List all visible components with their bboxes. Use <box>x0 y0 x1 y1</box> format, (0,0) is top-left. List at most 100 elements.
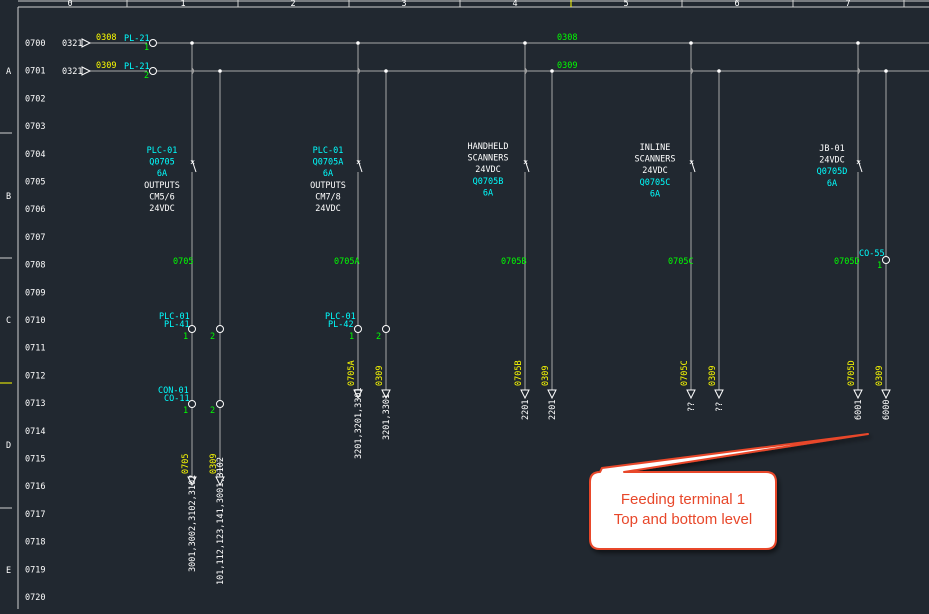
svg-text:×: × <box>356 158 361 168</box>
terminal-pl21-1 <box>149 39 157 47</box>
svg-text:2: 2 <box>376 332 381 342</box>
svg-text:1: 1 <box>144 43 149 53</box>
breaker-label-line: 24VDC <box>149 204 175 214</box>
breaker-label-line: 6A <box>323 169 333 179</box>
drawing-frame <box>17 6 929 609</box>
breaker-label-line: Q0705B <box>473 177 504 187</box>
svg-text:PL-41: PL-41 <box>164 320 190 330</box>
wire-no-0705a: 0705A <box>334 257 360 267</box>
terminal-pl21-2 <box>149 67 157 75</box>
column-number: 3 <box>401 0 406 9</box>
svg-text:1: 1 <box>183 332 188 342</box>
dest-branch1-b: 101,112,123,141,3001,3102 <box>216 457 226 585</box>
terminal-co11-2 <box>216 400 224 408</box>
dest-branch5-a: 6001 <box>854 400 864 420</box>
breaker-label-line: Q0705A <box>313 158 344 168</box>
breaker-label-line: HANDHELD <box>468 142 509 152</box>
breakers: × × × × × <box>190 158 863 173</box>
terminal-co55-1 <box>882 256 890 264</box>
svg-text:×: × <box>856 158 861 168</box>
breaker-label-line: SCANNERS <box>635 155 676 165</box>
row-letter: B <box>6 192 11 202</box>
svg-text:1: 1 <box>183 406 188 416</box>
dest-branch3-a: 2201 <box>521 400 531 420</box>
breaker-label-line: 6A <box>157 169 167 179</box>
breaker-label-line: Q0705D <box>817 167 848 177</box>
dest-branch3-b: 2201 <box>548 400 558 420</box>
terminal-pl41-2 <box>216 325 224 333</box>
svg-text:×: × <box>689 158 694 168</box>
svg-text:1: 1 <box>877 261 882 271</box>
wire-numbers: 0705 0705A 0705B 0705C 0705D <box>173 257 860 267</box>
svg-text:0705A: 0705A <box>347 360 357 386</box>
breaker-labels: PLC-01Q07056AOUTPUTSCM5/624VDCPLC-01Q070… <box>144 142 847 214</box>
line-number: 0710 <box>25 316 45 326</box>
bus-label-bottom: 0309 <box>557 61 577 71</box>
line-number: 0719 <box>25 565 45 575</box>
svg-text:CO-55: CO-55 <box>859 249 885 259</box>
column-number: 0 <box>67 0 72 9</box>
terminals <box>149 39 890 408</box>
breaker-label-line: CM7/8 <box>315 192 341 202</box>
terminal-pl42-1 <box>354 325 362 333</box>
breaker-q0705c: × <box>689 158 696 173</box>
dest-branch1-a: 3001,3002,3102,3102 <box>188 475 198 572</box>
supply-ref-bottom: 0321 <box>62 67 82 77</box>
row-letter: C <box>6 316 11 326</box>
breaker-label-line: Q0705 <box>149 158 175 168</box>
line-number: 0717 <box>25 510 45 520</box>
wire-no-0705: 0705 <box>173 257 193 267</box>
svg-text:0309: 0309 <box>708 366 718 386</box>
svg-text:PLC-01: PLC-01 <box>325 312 356 322</box>
column-number: 1 <box>180 0 185 9</box>
output-arrows <box>187 389 891 487</box>
row-letter: D <box>6 441 11 451</box>
supply-wire-top: 0308 <box>96 33 116 43</box>
breaker-label-line: Q0705C <box>640 178 671 188</box>
callout-line-1: Feeding terminal 1 <box>621 491 745 508</box>
svg-text:0705: 0705 <box>181 454 191 474</box>
wires <box>90 42 929 477</box>
line-number: 0711 <box>25 344 45 354</box>
svg-text:0705D: 0705D <box>847 360 857 386</box>
wire-no-0705c: 0705C <box>668 257 694 267</box>
bus-label-top: 0308 <box>557 33 577 43</box>
breaker-label-line: PLC-01 <box>313 146 344 156</box>
svg-text:PLC-01: PLC-01 <box>159 312 190 322</box>
line-number: 0720 <box>25 593 45 603</box>
breaker-label-line: 24VDC <box>642 166 668 176</box>
callout-line-2: Top and bottom level <box>614 511 752 528</box>
svg-text:PL-42: PL-42 <box>328 320 354 330</box>
breaker-label-line: OUTPUTS <box>310 181 346 191</box>
svg-text:×: × <box>190 158 195 168</box>
line-number: 0702 <box>25 94 45 104</box>
supply-wire-bottom: 0309 <box>96 61 116 71</box>
vertical-labels: 0705 0309 3001,3002,3102,3102 101,112,12… <box>181 360 892 585</box>
svg-text:×: × <box>523 158 528 168</box>
junction-dots <box>190 41 888 73</box>
breaker-label-line: 6A <box>483 188 493 198</box>
dest-branch4-a: ?? <box>687 402 697 412</box>
breaker-q0705b: × <box>523 158 530 173</box>
svg-text:0309: 0309 <box>209 454 219 474</box>
line-number: 0707 <box>25 233 45 243</box>
supply-ref-top: 0321 <box>62 39 82 49</box>
breaker-label-line: 24VDC <box>315 204 341 214</box>
svg-text:CO-11: CO-11 <box>164 394 190 404</box>
wire-no-0705d: 0705D <box>834 257 860 267</box>
svg-text:1: 1 <box>349 332 354 342</box>
svg-text:0309: 0309 <box>875 366 885 386</box>
line-number: 0716 <box>25 482 45 492</box>
line-number: 0700 <box>25 39 45 49</box>
supply-term-bottom: PL-21 <box>124 62 150 72</box>
breaker-label-line: OUTPUTS <box>144 181 180 191</box>
terminal-pl41-1 <box>188 325 196 333</box>
breaker-label-line: 24VDC <box>819 156 845 166</box>
row-letter: E <box>6 566 11 576</box>
terminal-co11-1 <box>188 400 196 408</box>
svg-text:0309: 0309 <box>541 366 551 386</box>
